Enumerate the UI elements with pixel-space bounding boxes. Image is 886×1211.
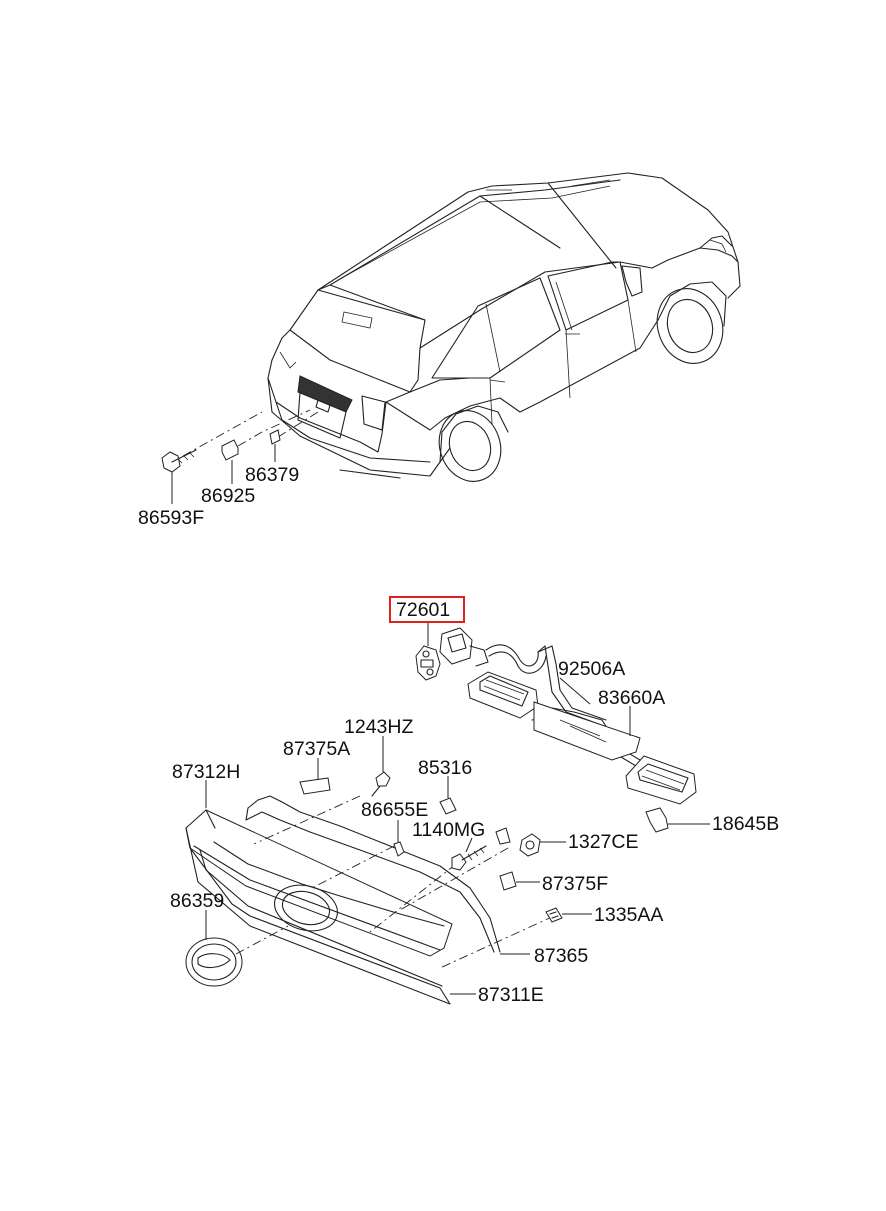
label-18645B[interactable]: 18645B [712,813,779,835]
label-83660A[interactable]: 83660A [598,687,665,709]
label-87365[interactable]: 87365 [534,945,588,967]
label-86593F[interactable]: 86593F [138,507,204,529]
label-86925[interactable]: 86925 [201,485,255,507]
tailgate-garnish-drawing [185,780,555,1005]
license-fastener-group [161,409,319,504]
label-87311E[interactable]: 87311E [478,984,544,1006]
label-1327CE[interactable]: 1327CE [568,831,638,853]
label-1335AA[interactable]: 1335AA [594,904,663,926]
label-86359[interactable]: 86359 [170,890,224,912]
lamp-harness-drawing [439,627,710,833]
label-92506A[interactable]: 92506A [558,658,625,680]
part-labels: 86593F 86925 86379 72601 92506A 83660A 1… [138,464,779,1006]
label-1243HZ[interactable]: 1243HZ [344,716,413,738]
highlight-box [389,596,465,623]
label-86379[interactable]: 86379 [245,464,299,486]
label-87375A[interactable]: 87375A [283,738,350,760]
bracket-72601-drawing [415,622,441,681]
label-85316[interactable]: 85316 [418,757,472,779]
fasteners-drawing [299,736,592,923]
label-86655E[interactable]: 86655E [361,799,428,821]
vehicle-illustration [267,172,741,482]
label-87375F[interactable]: 87375F [542,873,608,895]
label-1140MG[interactable]: 1140MG [412,819,485,841]
label-87312H[interactable]: 87312H [172,761,240,783]
label-72601[interactable]: 72601 [396,599,450,621]
